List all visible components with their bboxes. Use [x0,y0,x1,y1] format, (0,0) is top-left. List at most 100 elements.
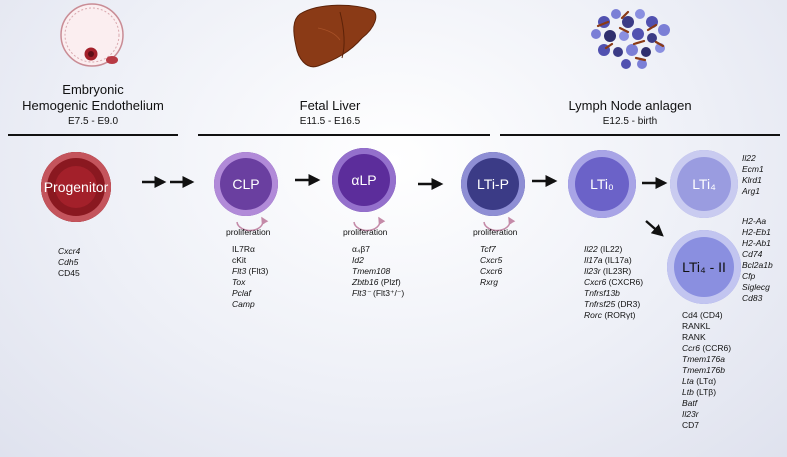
marker-gene: Il23r [682,409,699,419]
marker-gene: Lta [682,376,694,386]
marker-item: Id2 [352,255,404,266]
marker-item: Il23r [682,409,731,420]
marker-item: Arg1 [742,186,764,197]
lymph-node-range: E12.5 - birth [602,116,658,127]
marker-item: Cfp [742,271,773,282]
lti4-cell: LTi₄ [670,150,738,218]
marker-item: α₄β7 [352,244,404,255]
marker-protein: (IL23R) [600,266,632,276]
marker-item: Tmem108 [352,266,404,277]
marker-gene: Cfp [742,271,756,281]
marker-gene: Il22 [584,244,598,254]
marker-protein: (IL22) [597,244,623,254]
marker-gene: Flt3 [232,266,247,276]
marker-gene: Camp [232,299,255,309]
marker-protein: (RORγt) [601,310,636,320]
marker-item: Cxcr4 [58,246,80,257]
marker-item: CD7 [682,420,731,431]
marker-item: RANKL [682,321,731,332]
marker-gene: Cxcr6 [584,277,607,287]
marker-item: IL7Rα [232,244,268,255]
marker-gene: Tnfrsf25 [584,299,616,309]
marker-gene: Rorc [584,310,602,320]
marker-item: Il17a (IL17a) [584,255,643,266]
marker-item: Tnfrsf13b [584,288,643,299]
fetal-liver-title: Fetal Liver [299,98,361,113]
marker-gene: H2-Aa [742,216,767,226]
marker-protein: (Flt3) [246,266,269,276]
marker-gene: RANKL [682,321,711,331]
alp-proliferation-label: proliferation [343,227,388,237]
marker-gene: Cxcr6 [480,266,503,276]
marker-gene: Zbtb16 [352,277,379,287]
marker-gene: α₄β7 [352,244,371,254]
lti0-cell: LTi₀ [568,150,636,218]
marker-item: Cxcr5 [480,255,502,266]
marker-gene: Pclaf [232,288,251,298]
marker-item: Klrd1 [742,175,764,186]
marker-gene: Siglecg [742,282,770,292]
alp-label: αLP [351,172,377,188]
marker-item: Tox [232,277,268,288]
marker-item: Rxrg [480,277,502,288]
marker-gene: Cd74 [742,249,763,259]
clp-proliferation-label: proliferation [226,227,271,237]
lymph-node-title: Lymph Node anlagen [568,98,692,113]
marker-gene: Cxcr5 [480,255,503,265]
marker-gene: Tnfrsf13b [584,288,620,298]
marker-gene: Tcf7 [480,244,496,254]
lti4-ii-label: LTi₄ - II [682,259,726,275]
marker-gene: H2-Ab1 [742,238,771,248]
marker-gene: Tmem176a [682,354,725,364]
marker-gene: Batf [682,398,698,408]
marker-gene: Tmem108 [352,266,391,276]
marker-protein: (LTα) [693,376,717,386]
fetal-liver-divider [198,134,490,136]
marker-gene: cKit [232,255,247,265]
marker-gene: Klrd1 [742,175,762,185]
marker-item: Flt3 (Flt3) [232,266,268,277]
marker-item: Cxcr6 [480,266,502,277]
marker-item: Flt3⁻ (Flt3⁺/⁻) [352,288,404,299]
marker-item: Il22 (IL22) [584,244,643,255]
proliferation-arrow-icon [236,216,516,232]
marker-item: Tmem176b [682,365,731,376]
lti4-ii-cell: LTi₄ - II [667,230,741,304]
progenitor-cell: Progenitor [41,152,111,222]
marker-item: Siglecg [742,282,773,293]
clp-cell: CLP [214,152,278,216]
marker-item: Il22 [742,153,764,164]
progenitor-label: Progenitor [43,179,109,195]
marker-item: Tnfrsf25 (DR3) [584,299,643,310]
marker-gene: CD45 [58,268,80,278]
marker-gene: Cd83 [742,293,763,303]
marker-gene: Id2 [352,255,364,265]
marker-item: Pclaf [232,288,268,299]
marker-item: Cd4 (CD4) [682,310,731,321]
marker-gene: Il23r [584,266,601,276]
marker-protein: (CCR6) [699,343,732,353]
marker-item: H2-Eb1 [742,227,773,238]
marker-protein: (IL17a) [602,255,632,265]
marker-item: Camp [232,299,268,310]
marker-gene: Ecm1 [742,164,764,174]
marker-gene: CD7 [682,420,700,430]
marker-gene: Cd4 [682,310,698,320]
marker-gene: Arg1 [742,186,760,196]
endothelium-icon [60,3,124,67]
marker-gene: Bcl2a1b [742,260,773,270]
marker-item: RANK [682,332,731,343]
marker-item: Tmem176a [682,354,731,365]
marker-item: Cd83 [742,293,773,304]
marker-protein: (Plzf) [378,277,401,287]
marker-gene: Cdh5 [58,257,79,267]
marker-item: Batf [682,398,731,409]
ltip-cell: LTi-P [461,152,525,216]
marker-protein: (Flt3⁺/⁻) [370,288,405,298]
marker-item: H2-Aa [742,216,773,227]
lti0-markers: Il22 (IL22)Il17a (IL17a)Il23r (IL23R)Cxc… [584,244,643,321]
lymph-node-divider [500,134,780,136]
